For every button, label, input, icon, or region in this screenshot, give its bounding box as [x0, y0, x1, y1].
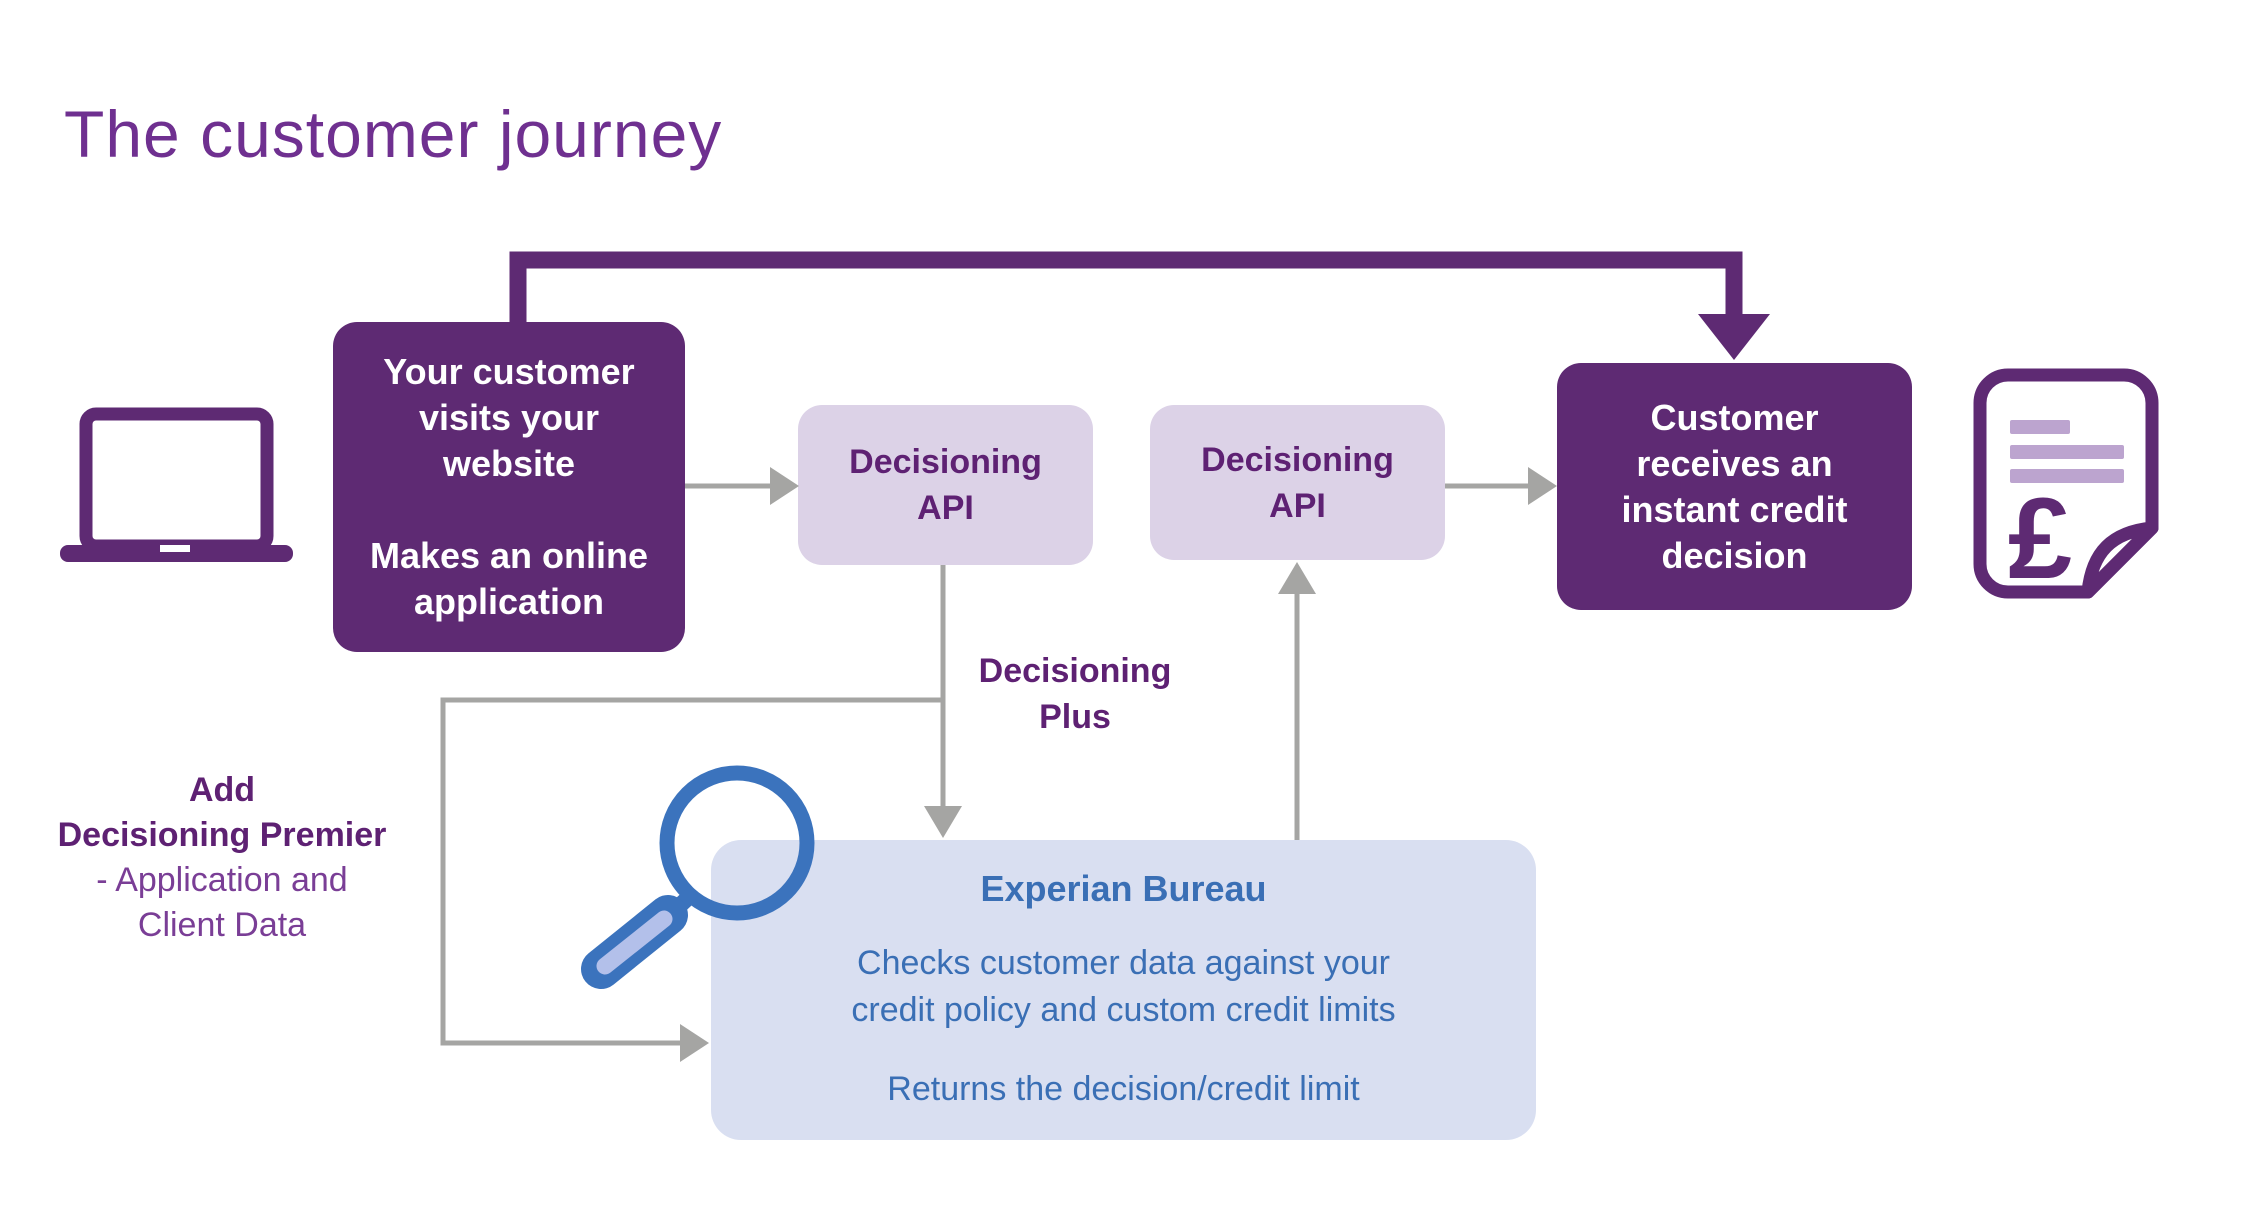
node-experian-bureau: Experian Bureau Checks customer data aga…	[711, 840, 1536, 1140]
credit-document-icon: £	[1973, 368, 2159, 603]
arrow-bureau-to-api2	[1278, 562, 1316, 840]
node-instant-decision: Customer receives an instant credit deci…	[1557, 363, 1912, 610]
bureau-body-returns: Returns the decision/credit limit	[887, 1069, 1360, 1108]
application-text-visit: Your customer visits your website	[383, 351, 635, 484]
decisioning-premier-label: Add Decisioning Premier - Application an…	[38, 768, 406, 948]
arrow-application-to-api1	[685, 467, 799, 505]
decisioning-premier-label-light: - Application and Client Data	[96, 861, 348, 944]
node-decisioning-api-2: Decisioning API	[1150, 405, 1445, 560]
decisioning-api-2-label: Decisioning API	[1201, 440, 1394, 525]
document-text-line-2	[2010, 469, 2124, 483]
application-text-apply: Makes an online application	[369, 535, 649, 622]
bureau-title: Experian Bureau	[980, 867, 1267, 909]
arrow-api2-to-decision	[1445, 467, 1557, 505]
page-title: The customer journey	[64, 97, 723, 171]
document-text-line-short	[2010, 420, 2070, 434]
instant-decision-arrow	[509, 251, 1770, 360]
decisioning-api-1-label: Decisioning API	[849, 443, 1042, 527]
decisioning-plus-label: Decisioning Plus	[978, 652, 1172, 736]
bureau-body-checks: Checks customer data against your credit…	[851, 943, 1396, 1029]
instant-decision-label: Customer receives an instant credit deci…	[1621, 396, 1848, 576]
pound-symbol: £	[2008, 475, 2072, 603]
document-text-line-1	[2010, 445, 2124, 459]
laptop-icon	[60, 407, 293, 562]
node-customer-application: Your customer visits your website Makes …	[333, 322, 685, 652]
decisioning-premier-label-bold: Add Decisioning Premier	[57, 771, 387, 854]
node-decisioning-api-1: Decisioning API	[798, 405, 1093, 565]
